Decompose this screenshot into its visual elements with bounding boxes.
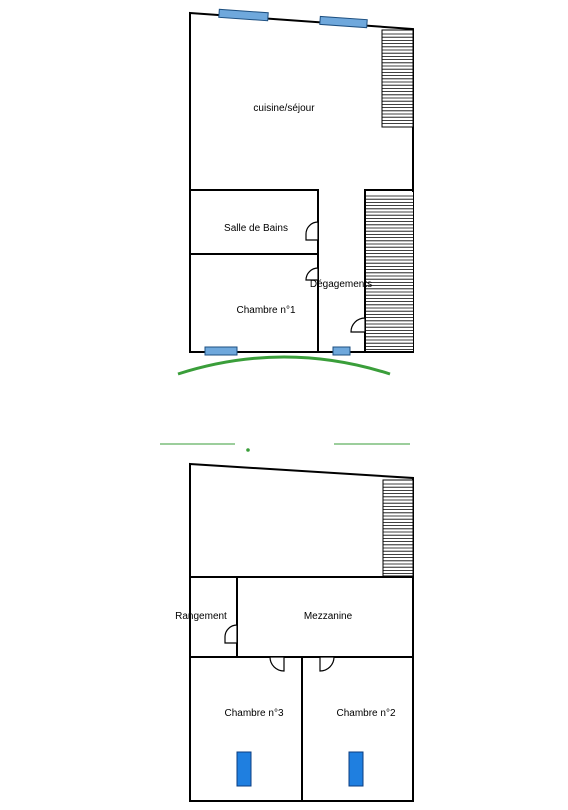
window [332, 346, 351, 356]
upper-floor: Rangement Mezzanine Chambre n°3 Chambre … [175, 462, 414, 802]
window [319, 15, 368, 29]
room-label-chambre-2: Chambre n°2 [336, 708, 395, 719]
window [204, 346, 238, 356]
room-label-mezzanine: Mezzanine [304, 611, 353, 622]
skylight [236, 751, 252, 787]
separator-arc [177, 355, 391, 376]
staircase-upper [381, 29, 414, 128]
upper-outer-wall [189, 462, 414, 802]
stair-door [350, 317, 366, 333]
room-label-rangement: Rangement [175, 611, 227, 622]
room-label-chambre-1: Chambre n°1 [236, 305, 295, 316]
bedroom1-door [305, 267, 319, 281]
bathroom-door [305, 221, 319, 241]
skylight [348, 751, 364, 787]
chambre3-door [269, 656, 285, 672]
room-label-cuisine-sejour: cuisine/séjour [253, 103, 315, 114]
chambre2-door [319, 656, 335, 672]
room-label-salle-de-bains: Salle de Bains [224, 223, 288, 234]
bathroom-wall [190, 189, 319, 352]
floor-separator [160, 355, 410, 452]
room-label-chambre-3: Chambre n°3 [224, 708, 283, 719]
separator-dot [246, 448, 250, 452]
staircase-top [382, 479, 414, 577]
room-label-degagements: Dégagements [310, 279, 372, 290]
ground-floor: cuisine/séjour Salle de Bains Dégagement… [189, 8, 414, 356]
rangement-door [224, 624, 238, 644]
staircase-lower [364, 189, 413, 352]
window [218, 8, 269, 22]
